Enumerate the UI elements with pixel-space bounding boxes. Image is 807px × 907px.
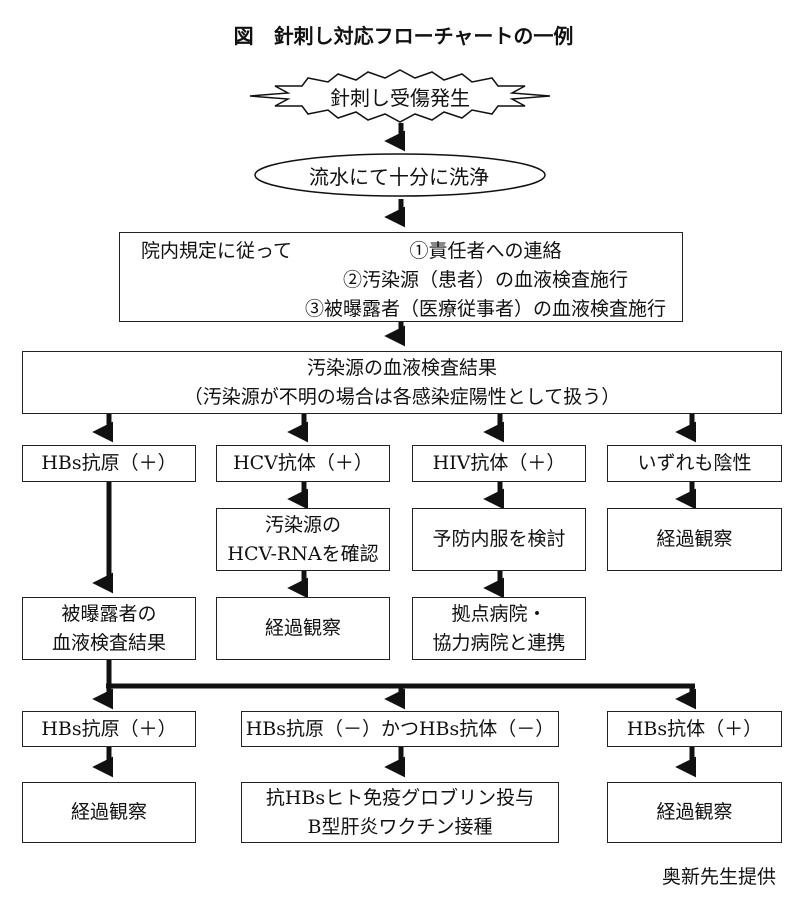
exposed-antibody-pos-label: HBs抗体（＋） bbox=[626, 717, 763, 740]
exposed-both-neg-box: HBs抗原（－）かつHBs抗体（－） bbox=[241, 711, 559, 747]
exposed-result-line1: 被曝露者の bbox=[61, 602, 157, 625]
branch-hcv-antibody: HCV抗体（＋） bbox=[216, 445, 390, 482]
page-title: 図 針刺し対応フローチャートの一例 bbox=[233, 24, 574, 48]
wash-node: 流水にて十分に洗浄 bbox=[309, 164, 489, 189]
branch-neg-label: いずれも陰性 bbox=[637, 452, 752, 474]
branch-hiv-antibody: HIV抗体（＋） bbox=[412, 445, 586, 482]
source-result-line2: （汚染源が不明の場合は各感染症陽性として扱う） bbox=[183, 385, 621, 408]
final-center-line2: B型肝炎ワクチン接種 bbox=[307, 815, 493, 838]
exposed-antibody-pos-box: HBs抗体（＋） bbox=[607, 711, 782, 747]
start-burst bbox=[249, 69, 551, 123]
hiv-prophylaxis-label: 予防内服を検討 bbox=[432, 528, 566, 550]
hospital-rules-box: 院内規定に従って ①責任者への連絡 ②汚染源（患者）の血液検査施行 ③被曝露者（… bbox=[119, 232, 683, 322]
hospital-label: 院内規定に従って bbox=[140, 240, 293, 262]
start-node: 針刺し受傷発生 bbox=[330, 85, 470, 110]
hcv-confirm-box: 汚染源の HCV-RNAを確認 bbox=[216, 508, 390, 571]
final-right-label: 経過観察 bbox=[656, 801, 733, 823]
exposed-antigen-pos-box: HBs抗原（＋） bbox=[22, 711, 196, 747]
source-result-line1: 汚染源の血液検査結果 bbox=[306, 356, 497, 379]
exposed-both-neg-label: HBs抗原（－）かつHBs抗体（－） bbox=[245, 717, 555, 740]
final-left-box: 経過観察 bbox=[22, 782, 196, 843]
final-right-box: 経過観察 bbox=[607, 782, 782, 843]
wash-oval bbox=[254, 153, 546, 197]
branch-hiv-label: HIV抗体（＋） bbox=[432, 452, 566, 474]
exposed-antigen-pos-label: HBs抗原（＋） bbox=[41, 717, 177, 740]
final-center-box: 抗HBsヒト免疫グロブリン投与 B型肝炎ワクチン接種 bbox=[241, 782, 559, 843]
source-result-box: 汚染源の血液検査結果 （汚染源が不明の場合は各感染症陽性として扱う） bbox=[22, 351, 782, 414]
hcv-observe-box: 経過観察 bbox=[216, 597, 390, 660]
branch-hbs-label: HBs抗原（＋） bbox=[41, 452, 177, 474]
exposed-result-line2: 血液検査結果 bbox=[51, 631, 166, 654]
hcv-confirm-line2: HCV-RNAを確認 bbox=[227, 542, 379, 565]
neg-observe-box: 経過観察 bbox=[607, 508, 782, 571]
final-center-line1: 抗HBsヒト免疫グロブリン投与 bbox=[265, 786, 535, 809]
final-left-label: 経過観察 bbox=[70, 801, 147, 823]
hospital-item-2: ②汚染源（患者）の血液検査施行 bbox=[343, 269, 629, 291]
exposed-result-box: 被曝露者の 血液検査結果 bbox=[22, 597, 196, 660]
hiv-prophylaxis-box: 予防内服を検討 bbox=[412, 508, 586, 571]
credit-text: 奥新先生提供 bbox=[662, 866, 777, 888]
hiv-coop-box: 拠点病院・ 協力病院と連携 bbox=[412, 597, 586, 660]
branch-hbs-antigen: HBs抗原（＋） bbox=[22, 445, 196, 482]
hiv-coop-line1: 拠点病院・ bbox=[451, 602, 547, 625]
hospital-item-3: ③被曝露者（医療従事者）の血液検査施行 bbox=[305, 298, 667, 320]
neg-observe-label: 経過観察 bbox=[656, 528, 733, 550]
hcv-observe-label: 経過観察 bbox=[264, 617, 341, 639]
hcv-confirm-line1: 汚染源の bbox=[264, 513, 341, 536]
hiv-coop-line2: 協力病院と連携 bbox=[432, 631, 566, 654]
branch-hcv-label: HCV抗体（＋） bbox=[233, 452, 373, 474]
hospital-item-1: ①責任者への連絡 bbox=[409, 240, 562, 262]
branch-all-negative: いずれも陰性 bbox=[607, 445, 782, 482]
